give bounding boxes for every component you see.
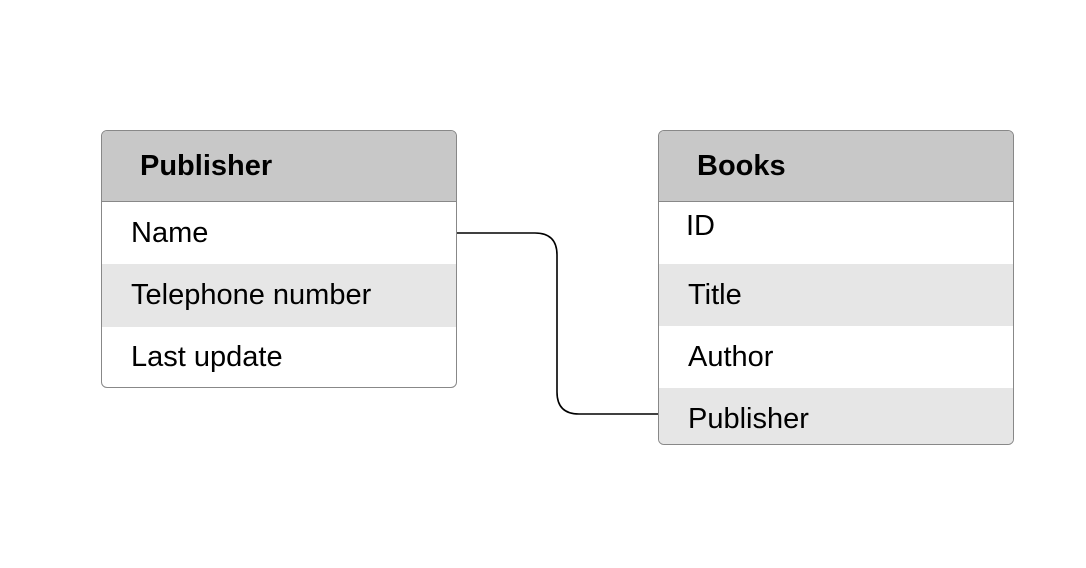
field-publisher[interactable]: Publisher: [659, 388, 1013, 444]
field-title[interactable]: Title: [659, 264, 1013, 327]
entity-books-fields: ID Title Author Publisher: [659, 202, 1013, 444]
field-last-update[interactable]: Last update: [131, 341, 283, 374]
entity-publisher-title: Publisher: [102, 131, 456, 202]
entity-publisher-fields: Name Telephone number Last update: [102, 202, 456, 387]
field-name[interactable]: Name: [131, 216, 209, 249]
entity-books[interactable]: Books ID Title Author Publisher: [658, 130, 1014, 445]
relationship-line-name-to-publisher: [457, 232, 658, 415]
field-author[interactable]: Author: [688, 340, 774, 373]
entity-publisher[interactable]: Publisher Name Telephone number Last upd…: [101, 130, 457, 388]
field-id[interactable]: ID: [686, 210, 715, 242]
field-telephone-number[interactable]: Telephone number: [102, 264, 456, 327]
entity-books-title: Books: [659, 131, 1013, 202]
